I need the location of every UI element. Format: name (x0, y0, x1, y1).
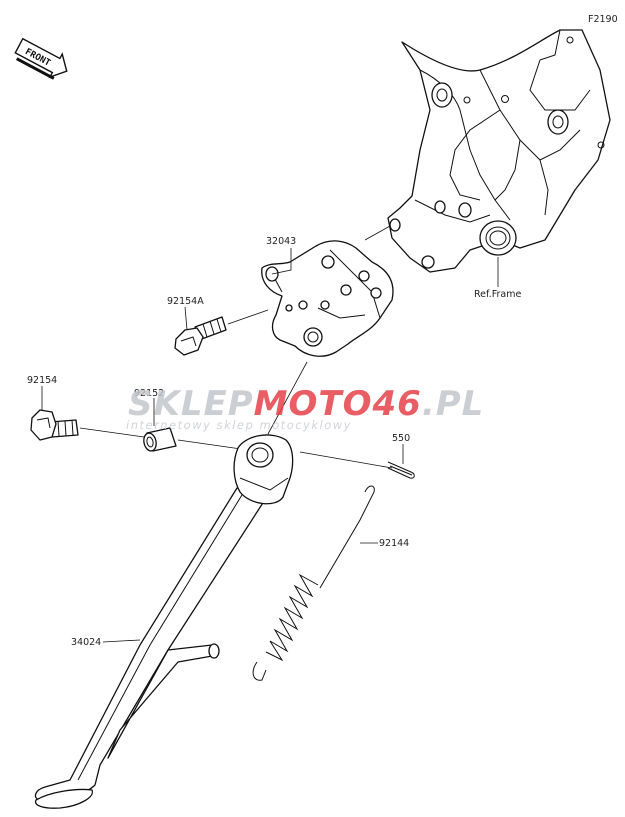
callout-92154a-leader (184, 306, 188, 331)
callout-550: 550 (392, 433, 410, 444)
bracket-to-stand-line (267, 361, 308, 435)
bracket-to-frame-line (364, 225, 391, 241)
pin-line (299, 451, 393, 469)
frame-reference (387, 29, 611, 273)
shop-watermark: SKLEPMOTO46.PL internetowy sklep motocyk… (126, 384, 484, 432)
cotter-pin-550 (387, 461, 415, 479)
callout-92154: 92154 (27, 375, 57, 386)
callout-92154a: 92154A (167, 296, 204, 307)
watermark-tagline: internetowy sklep motocyklowy (126, 418, 352, 432)
side-stand-34024 (34, 434, 294, 809)
flange-bolt-92154 (30, 409, 79, 441)
stand-bracket-part (261, 240, 394, 357)
collar-line (177, 439, 249, 451)
watermark-text: SKLEPMOTO46.PL (128, 384, 484, 424)
bolt-92154-line (79, 427, 145, 438)
bolt-92154a-line (227, 309, 269, 325)
front-arrow-icon: FRONT (14, 37, 68, 80)
callout-32043-leader (271, 248, 292, 275)
callout-92152: 92152 (134, 388, 164, 399)
callout-34024-leader (102, 639, 141, 643)
flange-bolt-92154a (174, 316, 227, 356)
callout-92144: 92144 (379, 538, 409, 549)
callout-34024: 34024 (71, 637, 101, 648)
figure-code: F2190 (588, 14, 618, 25)
spring-92144 (252, 485, 375, 681)
collar-92152 (143, 427, 177, 452)
ref-frame-label: Ref.Frame (474, 289, 521, 300)
callout-32043: 32043 (266, 236, 296, 247)
